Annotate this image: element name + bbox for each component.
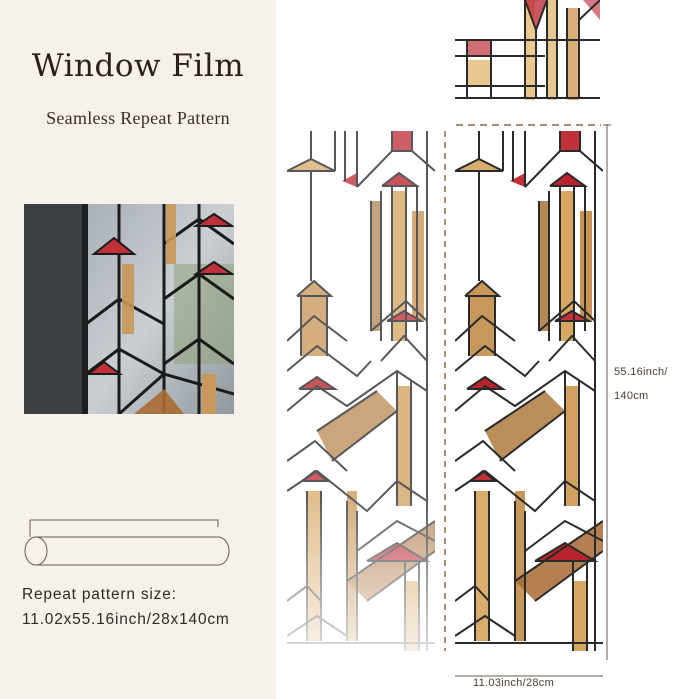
height-dimension-inch: 55.16inch/ — [614, 366, 668, 378]
info-panel: Window Film Seamless Repeat Pattern — [0, 0, 276, 699]
film-roll-icon — [22, 515, 232, 572]
pattern-faded-column — [287, 131, 435, 651]
page-subtitle: Seamless Repeat Pattern — [46, 108, 230, 128]
pattern-top-snippet — [455, 0, 600, 103]
window-photo-illustration — [24, 204, 234, 414]
height-dimension-line — [603, 124, 611, 669]
pattern-divider-vertical — [443, 131, 447, 656]
repeat-size-value: 11.02x55.16inch/28x140cm — [22, 611, 230, 628]
width-dimension-label: 11.03inch/28cm — [473, 677, 555, 689]
page-title: Window Film — [31, 48, 245, 84]
width-dimension-line — [455, 666, 603, 684]
repeat-size-label: Repeat pattern size: — [22, 586, 177, 603]
pattern-main-column — [455, 131, 603, 651]
window-photo — [24, 204, 234, 414]
height-dimension-cm: 140cm — [614, 390, 649, 402]
pattern-divider-horizontal — [456, 114, 601, 132]
